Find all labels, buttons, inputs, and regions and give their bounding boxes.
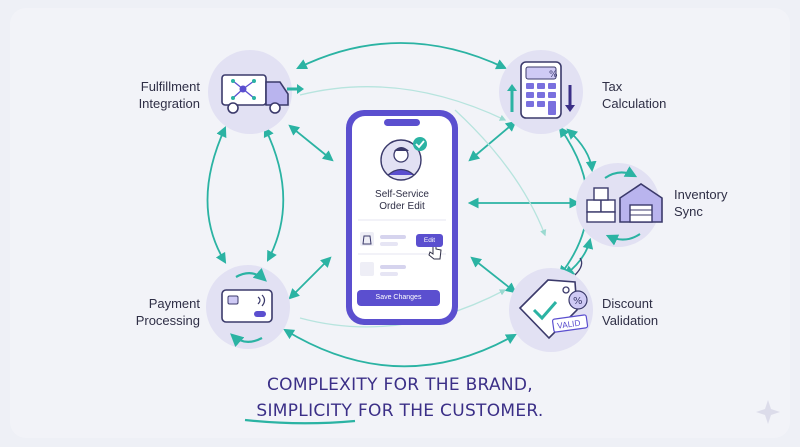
calculator-icon: % bbox=[507, 61, 575, 119]
delivery-truck-icon bbox=[221, 74, 304, 114]
tax-label-line1: Tax bbox=[602, 79, 623, 94]
headline: COMPLEXITY FOR THE BRAND, SIMPLICITY FOR… bbox=[0, 372, 800, 424]
payment-label-line1: Payment bbox=[148, 296, 200, 311]
phone-notch bbox=[384, 119, 420, 126]
headline-line2: SIMPLICITY FOR THE CUSTOMER. bbox=[256, 401, 544, 421]
tax-node: % bbox=[499, 50, 583, 134]
arrow-tax-inventory bbox=[566, 128, 597, 173]
inventory-label-line2: Sync bbox=[674, 204, 703, 219]
headline-line1: COMPLEXITY FOR THE BRAND, bbox=[266, 375, 534, 395]
discount-node: % VALID bbox=[509, 257, 593, 352]
sparkle-icon bbox=[756, 400, 780, 424]
calculator-percent: % bbox=[549, 70, 558, 80]
payment-node bbox=[206, 265, 290, 349]
inventory-node bbox=[576, 163, 663, 247]
discount-label: Discount Validation bbox=[602, 295, 702, 329]
arrow-fulfillment-payment-outer bbox=[206, 126, 227, 264]
discount-tag-icon: % VALID bbox=[518, 257, 589, 340]
arrow-fulfillment-payment bbox=[263, 126, 285, 262]
phone-title-line2: Order Edit bbox=[379, 201, 425, 212]
valid-stamp: VALID bbox=[557, 319, 581, 331]
warehouse-icon bbox=[586, 166, 663, 246]
tax-label: Tax Calculation bbox=[602, 78, 702, 112]
arrow-fulfillment-phone bbox=[288, 124, 334, 162]
phone-title: Self-Service Order Edit bbox=[352, 189, 452, 213]
order-item-1 bbox=[360, 232, 406, 246]
credit-card-icon bbox=[221, 267, 273, 348]
phone bbox=[346, 110, 458, 325]
fulfillment-label-line1: Fulfillment bbox=[140, 79, 200, 94]
fulfillment-node bbox=[208, 50, 304, 134]
verified-check-icon bbox=[413, 137, 427, 151]
save-changes-button[interactable]: Save Changes bbox=[357, 290, 440, 306]
payment-label-line2: Processing bbox=[135, 313, 200, 328]
tax-label-line2: Calculation bbox=[602, 96, 667, 111]
fulfillment-label: Fulfillment Integration bbox=[110, 78, 200, 112]
payment-label: Payment Processing bbox=[110, 295, 200, 329]
user-avatar-icon bbox=[380, 139, 422, 181]
headline-underline bbox=[244, 418, 356, 425]
phone-title-line1: Self-Service bbox=[375, 189, 429, 200]
edit-button[interactable]: Edit bbox=[416, 234, 443, 247]
arrow-fulfillment-tax bbox=[296, 42, 507, 70]
arrow-phone-tax bbox=[468, 120, 517, 162]
discount-percent: % bbox=[573, 296, 583, 307]
order-item-2 bbox=[360, 262, 406, 276]
discount-label-line1: Discount bbox=[602, 296, 653, 311]
inventory-label-line1: Inventory bbox=[674, 187, 728, 202]
phone-screen bbox=[352, 116, 452, 319]
arrow-payment-discount bbox=[283, 328, 517, 368]
fulfillment-label-line2: Integration bbox=[138, 96, 200, 111]
arrow-payment-phone bbox=[288, 256, 332, 300]
discount-label-line2: Validation bbox=[602, 313, 659, 328]
arrow-phone-discount bbox=[470, 256, 517, 294]
inventory-label: Inventory Sync bbox=[674, 186, 774, 220]
